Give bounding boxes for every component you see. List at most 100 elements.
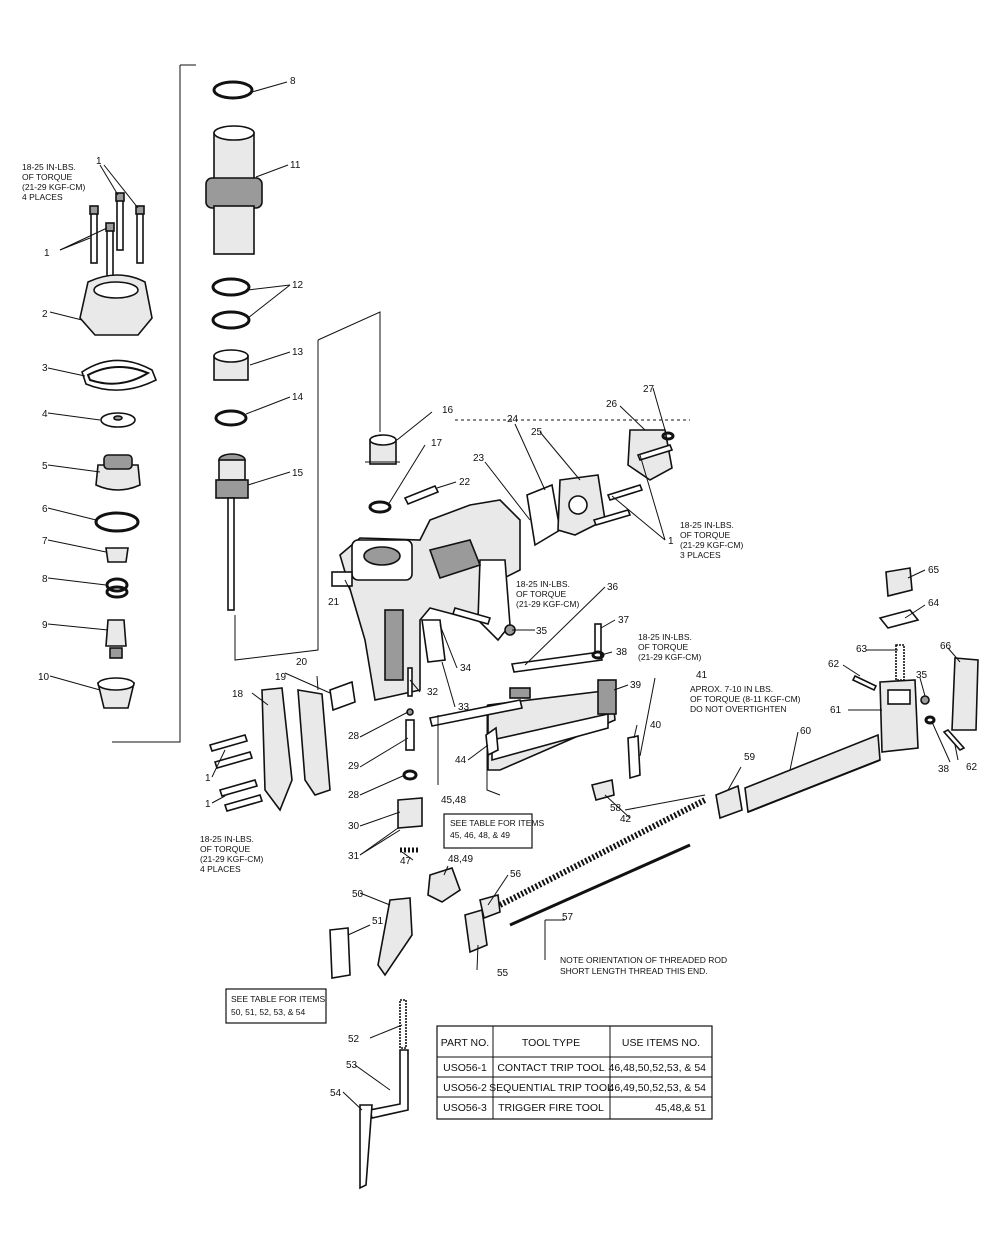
ring-28 (402, 769, 418, 781)
callout-c30: 30 (348, 821, 360, 832)
note-torque_top_left-line-0: 18-25 IN-LBS. (22, 162, 76, 172)
callout-c9: 9 (42, 620, 48, 631)
table-row-2-cell-1: TRIGGER FIRE TOOL (498, 1102, 604, 1114)
callout-c4: 4 (42, 409, 48, 420)
note-torque_top_left-line-2: (21-29 KGF-CM) (22, 182, 85, 192)
note-torque_37-line-1: OF TORQUE (638, 642, 689, 652)
note-torque_right-line-1: OF TORQUE (680, 530, 731, 540)
note-torque_41-line-1: OF TORQUE (8-11 KGF-CM) (690, 694, 801, 704)
label-strip (429, 699, 523, 727)
table-row-0-cell-1: CONTACT TRIP TOOL (497, 1062, 605, 1074)
see-table-box-50 (225, 988, 327, 1024)
parts-table (436, 1025, 713, 1120)
trigger-50 (377, 897, 413, 977)
strip-36 (511, 651, 603, 673)
callout-c50: 50 (352, 889, 364, 900)
note-torque_bottom_left-line-3: 4 PLACES (200, 864, 241, 874)
table-row-0-cell-2: 46,48,50,52,53, & 54 (609, 1062, 707, 1074)
callout-c41: 41 (696, 670, 708, 681)
head-valve (95, 464, 141, 491)
note-torque_top_left-line-1: OF TORQUE (22, 172, 73, 182)
callout-c1c: 1 (668, 536, 674, 547)
note-threaded_rod-line-0: NOTE ORIENTATION OF THREADED ROD (560, 955, 727, 965)
callout-c16: 16 (442, 405, 454, 416)
callout-c56: 56 (510, 869, 522, 880)
plate-33 (421, 619, 446, 663)
note-torque_right-line-0: 18-25 IN-LBS. (680, 520, 734, 530)
note-torque_bottom_left-line-0: 18-25 IN-LBS. (200, 834, 254, 844)
cap-assembly-parts (79, 192, 158, 709)
callout-c8b: 8 (42, 574, 48, 585)
lever-53 (369, 1049, 409, 1119)
pin-62a (851, 674, 878, 692)
callout-c57: 57 (562, 912, 574, 923)
table-header-0: PART NO. (441, 1037, 489, 1049)
o-ring-6 (94, 511, 140, 533)
bracket-40 (627, 735, 641, 780)
trigger-valve-16 (365, 434, 400, 465)
gasket-24 (526, 483, 561, 547)
callout-c1b: 1 (44, 248, 50, 259)
callout-c28b: 28 (348, 790, 360, 801)
valve-seal-7 (105, 547, 129, 563)
callout-c52: 52 (348, 1034, 360, 1045)
callout-c4548: 45,48 (441, 795, 466, 806)
leader-lines (47, 81, 961, 1111)
washer-38b (924, 715, 936, 725)
note-torque_37-line-0: 18-25 IN-LBS. (638, 632, 692, 642)
plate-20 (329, 680, 356, 712)
callout-c1e: 1 (205, 799, 211, 810)
table-row-2-cell-2: 45,48,& 51 (655, 1102, 706, 1114)
o-ring-12a (211, 277, 251, 297)
valve-stem-9 (105, 619, 127, 647)
callout-c25: 25 (531, 427, 543, 438)
assembly-bracket-1 (112, 65, 181, 743)
threaded-rod-57 (509, 843, 691, 927)
note-torque_right-line-2: (21-29 KGF-CM) (680, 540, 743, 550)
callout-c12: 12 (292, 280, 304, 291)
callout-c15: 15 (292, 468, 304, 479)
callout-c35a: 35 (536, 626, 548, 637)
callout-c29: 29 (348, 761, 360, 772)
rail-60 (744, 733, 881, 814)
callout-c35b: 35 (916, 670, 928, 681)
callout-c23: 23 (473, 453, 485, 464)
o-ring-8-top (212, 80, 254, 100)
seal-17 (368, 500, 392, 514)
callout-c10: 10 (38, 672, 50, 683)
callout-c40: 40 (650, 720, 662, 731)
callout-c55: 55 (497, 968, 509, 979)
callout-c5: 5 (42, 461, 48, 472)
callout-c60: 60 (800, 726, 812, 737)
callout-c38b: 38 (938, 764, 950, 775)
callout-c2: 2 (42, 309, 48, 320)
callout-c6: 6 (42, 504, 48, 515)
callout-numbers: 1111123456788910111213141516171819202122… (38, 76, 978, 1099)
latch-65 (885, 567, 913, 598)
contact-arm-54 (359, 1104, 373, 1190)
callout-c20: 20 (296, 657, 308, 668)
callout-c13: 13 (292, 347, 304, 358)
callout-c28a: 28 (348, 731, 360, 742)
note-torque_handle-line-2: (21-29 KGF-CM) (516, 599, 579, 609)
table-header-2: USE ITEMS NO. (622, 1037, 700, 1049)
callout-c58: 58 (610, 803, 622, 814)
callout-c37: 37 (618, 615, 630, 626)
cap-56 (479, 893, 501, 920)
note-torque_handle-line-1: OF TORQUE (516, 589, 567, 599)
table-header-1: TOOL TYPE (522, 1037, 580, 1049)
o-ring-12b (211, 310, 251, 330)
callout-c47: 47 (400, 856, 412, 867)
spring-29 (405, 719, 415, 751)
note-torque_bottom_left-line-1: OF TORQUE (200, 844, 251, 854)
pusher-66 (951, 657, 979, 731)
table-row-1-cell-0: USO56-2 (443, 1082, 487, 1094)
note-torque_top_left-line-3: 4 PLACES (22, 192, 63, 202)
trigger-48-49 (427, 867, 461, 903)
see-table-box-45 (443, 813, 533, 849)
ring-14 (214, 409, 248, 427)
table-row-1-cell-2: 46,49,50,52,53, & 54 (609, 1082, 707, 1094)
table-row-1-cell-1: SEQUENTIAL TRIP TOOL (489, 1082, 613, 1094)
nosepiece-cover-19 (297, 689, 331, 796)
